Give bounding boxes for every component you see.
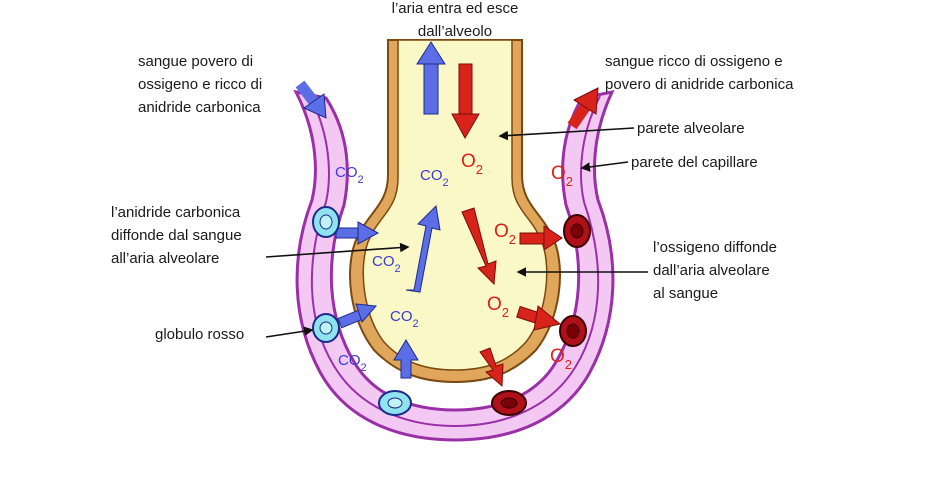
o2-symbol: O2 [494,221,516,247]
label-alveolar-wall: parete alveolare [637,120,745,137]
o2-arrows [461,207,563,388]
red-blood-cell-poor [312,313,340,343]
red-blood-cell-rich [563,214,591,248]
leader-co2-diffuses [265,242,410,258]
label-air-in-out: l’aria entra ed esce dall’alveolo [391,0,519,40]
blood-out-arrow [567,87,599,130]
red-blood-cell-rich [491,390,527,416]
label-blood-rich: sangue ricco di ossigeno e povero di ani… [605,53,794,93]
red-blood-cell-poor [312,206,340,238]
co2-arrow [393,339,419,379]
co2-symbol: CO2 [390,308,419,330]
o2-symbol: O2 [461,151,483,177]
leader-capillary-wall [580,161,629,172]
red-blood-cell-rich [559,315,587,347]
label-co2-diffuses: l’anidride carbonica diffonde dal sangue… [111,204,242,267]
red-blood-cell-poor [378,390,412,416]
label-red-cell: globulo rosso [155,326,245,343]
label-capillary-wall: parete del capillare [631,154,758,171]
o2-arrow [516,305,562,331]
label-blood-poor: sangue povero di ossigeno e ricco di ani… [138,53,263,116]
co2-symbol: CO2 [338,352,367,374]
o2-symbol: O2 [551,163,573,189]
co2-symbol: CO2 [335,164,364,186]
leader-lines [265,127,648,338]
capillary [293,89,615,442]
co2-arrow [337,303,378,329]
co2-arrow [405,204,441,293]
o2-arrow [461,207,497,286]
o2-arrow [479,347,504,388]
co2-symbol: CO2 [372,253,401,275]
co2-symbol: CO2 [420,167,449,189]
leader-red-cell [265,326,314,338]
label-o2-diffuses: l’ossigeno diffonde dall’aria alveolare … [653,239,777,302]
o2-symbol: O2 [550,346,572,372]
air-in-arrow [451,63,480,140]
o2-arrow [519,225,563,251]
air-out-arrow [416,41,446,115]
blood-in-arrow [295,80,327,119]
o2-symbol: O2 [487,294,509,320]
leader-alveolar-wall [498,127,635,141]
